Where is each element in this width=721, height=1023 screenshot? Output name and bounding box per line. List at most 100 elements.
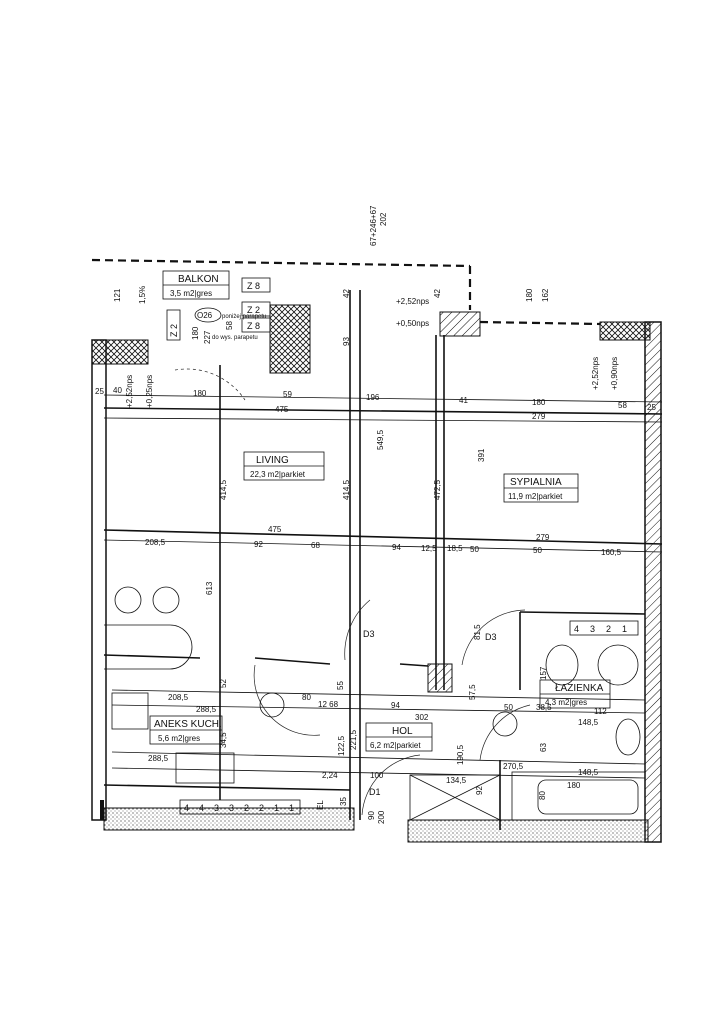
dim: 202 bbox=[379, 212, 388, 226]
dim: 180 bbox=[532, 398, 546, 407]
dim: 162 bbox=[541, 288, 550, 302]
radiator-segment: 4 bbox=[184, 803, 189, 813]
dim: 208,5 bbox=[168, 693, 189, 702]
dim: 221,5 bbox=[349, 729, 358, 750]
note-ponizej-parapetu: poniżej parapetu bbox=[222, 314, 266, 320]
dim: 93 bbox=[342, 337, 351, 346]
fixtures bbox=[104, 586, 646, 821]
cooker bbox=[111, 692, 149, 730]
walls bbox=[91, 258, 663, 843]
dim: 1,5% bbox=[138, 286, 147, 304]
radiator-segment: 2 bbox=[606, 624, 611, 634]
tag-z2: Z 2 bbox=[169, 324, 179, 337]
dim: 35 bbox=[339, 797, 348, 806]
door-tag-circle bbox=[259, 692, 285, 718]
room-name-sypialnia: SYPIALNIA bbox=[510, 477, 562, 488]
level-mark: +2,52nps bbox=[591, 357, 600, 390]
dim: 549,5 bbox=[376, 429, 385, 450]
level-mark: +0,50nps bbox=[396, 319, 429, 328]
room-area-lazienka: 4,3 m2|gres bbox=[545, 698, 587, 707]
dim: 90 bbox=[367, 811, 376, 820]
tag-el: EL bbox=[316, 800, 325, 810]
dim: 94 bbox=[392, 543, 401, 552]
dim: 288,5 bbox=[196, 705, 217, 714]
dim: 40 bbox=[113, 386, 122, 395]
dim: 472,5 bbox=[433, 479, 442, 500]
radiator-segment: 2 bbox=[244, 803, 249, 813]
dim: 279 bbox=[536, 533, 550, 542]
dim: 475 bbox=[275, 405, 289, 414]
dim: 55 bbox=[336, 681, 345, 690]
room-area-hol: 6,2 m2|parkiet bbox=[370, 741, 421, 750]
dim: 100 bbox=[370, 771, 384, 780]
note-do-wys-parapetu: do wys. parapetu bbox=[212, 335, 258, 341]
radiator-segment: 3 bbox=[590, 624, 595, 634]
room-labels: BALKON 3,5 m2|gres LIVING 22,3 m2|parkie… bbox=[149, 270, 611, 752]
washbasin bbox=[615, 718, 641, 756]
dim: 50 bbox=[504, 703, 513, 712]
counter bbox=[104, 624, 193, 670]
dim: 81,5 bbox=[473, 624, 482, 640]
dim: 180 bbox=[193, 389, 207, 398]
dim: 279 bbox=[532, 412, 546, 421]
dim: 80 bbox=[538, 791, 547, 800]
tag-z2: Z 2 bbox=[247, 305, 260, 315]
dim: 67+246+67 bbox=[369, 205, 378, 246]
dim: 58 bbox=[225, 321, 234, 330]
dim: 160,5 bbox=[601, 548, 622, 557]
room-name-aneks: ANEKS KUCH. bbox=[154, 719, 222, 730]
radiator-segment: 1 bbox=[289, 803, 294, 813]
dim: 92 bbox=[254, 540, 263, 549]
dim: 190,5 bbox=[456, 744, 465, 765]
dim: 414,5 bbox=[219, 479, 228, 500]
radiator-kitchen: 4 4 3 3 2 2 1 1 bbox=[179, 799, 301, 815]
level-marks: +2,52nps +0,50nps +2,52nps +0,90nps +2,5… bbox=[125, 297, 619, 408]
dim: 112 bbox=[594, 707, 607, 716]
dim: 414,5 bbox=[342, 479, 351, 500]
dim: 613 bbox=[205, 581, 214, 595]
dim: 180 bbox=[191, 326, 200, 340]
tag-z8: Z 8 bbox=[247, 321, 260, 331]
dim: 270,5 bbox=[503, 762, 524, 771]
radiator-segment: 2 bbox=[259, 803, 264, 813]
room-name-living: LIVING bbox=[256, 455, 289, 466]
dim: 25 bbox=[647, 403, 656, 412]
radiator-segment: 4 bbox=[199, 803, 204, 813]
dim: 80 bbox=[302, 693, 311, 702]
doors bbox=[174, 368, 531, 821]
dim: 122,5 bbox=[337, 735, 346, 756]
dim: 475 bbox=[268, 525, 282, 534]
dim: 196 bbox=[366, 393, 380, 402]
dim: 57,5 bbox=[468, 684, 477, 700]
door-tag-d3: D3 bbox=[363, 629, 375, 639]
dim: 121 bbox=[113, 288, 122, 302]
dim: 227 bbox=[203, 330, 212, 344]
door-tag-d1: D1 bbox=[369, 787, 381, 797]
tag-z8: Z 8 bbox=[247, 281, 260, 291]
door-tag-d3: D3 bbox=[485, 632, 497, 642]
dim: 148,5 bbox=[578, 768, 599, 777]
hob-burner bbox=[114, 586, 142, 614]
dim: 41 bbox=[459, 396, 468, 405]
dim: 12,5 bbox=[421, 544, 437, 553]
room-name-lazienka: ŁAZIENKA bbox=[555, 683, 604, 694]
dim: 18,5 bbox=[447, 544, 463, 553]
dim: 302 bbox=[415, 713, 429, 722]
room-area-sypialnia: 11,9 m2|parkiet bbox=[508, 492, 563, 501]
dim: 50 bbox=[470, 545, 479, 554]
radiator-segment: 3 bbox=[214, 803, 219, 813]
dim: 42 bbox=[342, 289, 351, 298]
dim: 52 bbox=[219, 679, 228, 688]
room-name-balkon: BALKON bbox=[178, 274, 219, 285]
dim: 38,5 bbox=[536, 703, 552, 712]
sink bbox=[175, 752, 235, 784]
level-mark: +2,52nps bbox=[396, 297, 429, 306]
dim: 68 bbox=[311, 541, 320, 550]
room-area-aneks: 5,6 m2|gres bbox=[158, 734, 200, 743]
dim: 148,5 bbox=[578, 718, 599, 727]
radiator-segment: 1 bbox=[274, 803, 279, 813]
dim: 63 bbox=[539, 743, 548, 752]
dim: 288,5 bbox=[148, 754, 169, 763]
dim: 25 bbox=[95, 387, 104, 396]
level-mark: +0,90nps bbox=[610, 357, 619, 390]
